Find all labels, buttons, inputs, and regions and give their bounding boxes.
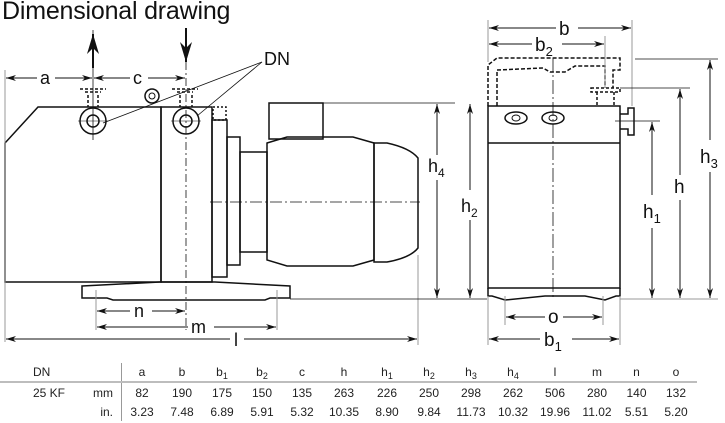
cell-l: 19.96: [539, 404, 571, 419]
coupling-dotted: [212, 106, 227, 121]
dim-label-h2: h2: [461, 196, 478, 220]
cell-m: 280: [586, 385, 608, 400]
cell-b1: 6.89: [210, 404, 234, 419]
cell-l: 506: [544, 385, 566, 400]
cell-c: 135: [291, 385, 313, 400]
header-l: l: [534, 363, 576, 383]
row-unit: mm: [93, 385, 113, 400]
header-h4: h4: [492, 363, 534, 383]
header-m: m: [576, 363, 618, 383]
dim-label-l: l: [234, 330, 238, 350]
dim-label-h1: h1: [643, 202, 661, 226]
cell-h4: 262: [502, 385, 524, 400]
cell-b1: 175: [211, 385, 233, 400]
pump-housing: [4, 106, 162, 283]
cell-b2: 5.91: [250, 404, 274, 419]
front-side-port: [620, 107, 635, 136]
cell-h4: 10.32: [497, 404, 529, 419]
dim-label-h4: h4: [428, 156, 445, 180]
dim-label-h: h: [674, 177, 685, 198]
row-unit: in.: [100, 404, 113, 419]
dim-label-m: m: [191, 317, 206, 337]
front-view: [487, 20, 718, 345]
front-handle-dashed: [487, 57, 621, 106]
front-body: [487, 105, 621, 289]
front-base: [487, 288, 621, 301]
cell-a: 3.23: [121, 402, 162, 421]
table-row: in. 3.23 7.48 6.89 5.91 5.32 10.35 8.90 9.84 11.7…: [0, 402, 697, 421]
cell-b: 190: [171, 385, 193, 400]
coupling-collar: [226, 136, 241, 266]
cell-o: 5.20: [664, 404, 688, 419]
cell-m: 11.02: [582, 404, 612, 419]
base-plate: [81, 281, 291, 301]
dim-label-a: a: [40, 68, 51, 88]
cell-c: 5.32: [290, 404, 314, 419]
dim-label-b2: b2: [535, 35, 553, 59]
header-a: a: [121, 363, 162, 383]
motor-terminal-box: [268, 102, 324, 140]
cell-h1: 226: [376, 385, 398, 400]
lifting-eye: [144, 88, 160, 104]
header-unit: [79, 363, 122, 383]
motor-body: [266, 136, 375, 267]
header-o: o: [655, 363, 697, 383]
cell-o: 132: [665, 385, 687, 400]
dim-label-o: o: [548, 307, 559, 328]
header-c: c: [282, 363, 322, 383]
row-dn: 25 KF: [33, 385, 66, 400]
coupling-plate: [211, 119, 228, 278]
row-dn: [0, 402, 79, 421]
header-b2: b2: [242, 363, 282, 383]
dn-callout-label: DN: [264, 49, 290, 69]
cell-a: 82: [121, 382, 162, 402]
dim-label-n: n: [134, 301, 144, 321]
cell-n: 5.51: [624, 404, 649, 419]
cell-h3: 11.73: [456, 404, 486, 419]
dim-label-b1: b1: [544, 330, 562, 354]
cell-n: 140: [626, 385, 647, 400]
header-n: n: [618, 363, 655, 383]
header-h3: h3: [450, 363, 492, 383]
cell-h: 263: [333, 385, 355, 400]
cell-b2: 150: [251, 385, 273, 400]
side-view: [4, 28, 487, 345]
header-h: h: [322, 363, 366, 383]
cell-h2: 250: [418, 385, 440, 400]
dim-label-b: b: [559, 19, 570, 40]
page-title: Dimensional drawing: [2, 0, 231, 25]
motor-fan-cover: [373, 142, 419, 263]
cell-h: 10.35: [328, 404, 360, 419]
cell-h3: 298: [460, 385, 482, 400]
dimensional-drawing: a c DN n m l h4 h2: [4, 19, 718, 354]
cell-b: 7.48: [170, 404, 194, 419]
header-dn: DN: [0, 363, 79, 383]
header-h1: h1: [366, 363, 408, 383]
header-b1: b1: [202, 363, 242, 383]
dim-label-h3: h3: [700, 147, 718, 171]
cell-h1: 8.90: [375, 404, 399, 419]
cell-h2: 9.84: [417, 404, 441, 419]
dim-label-c: c: [133, 68, 142, 88]
header-h2: h2: [408, 363, 450, 383]
table-row: 25 KF mm 82 190 175 150 135 263 226 250 298 262 506 2…: [0, 382, 697, 402]
header-b: b: [162, 363, 202, 383]
